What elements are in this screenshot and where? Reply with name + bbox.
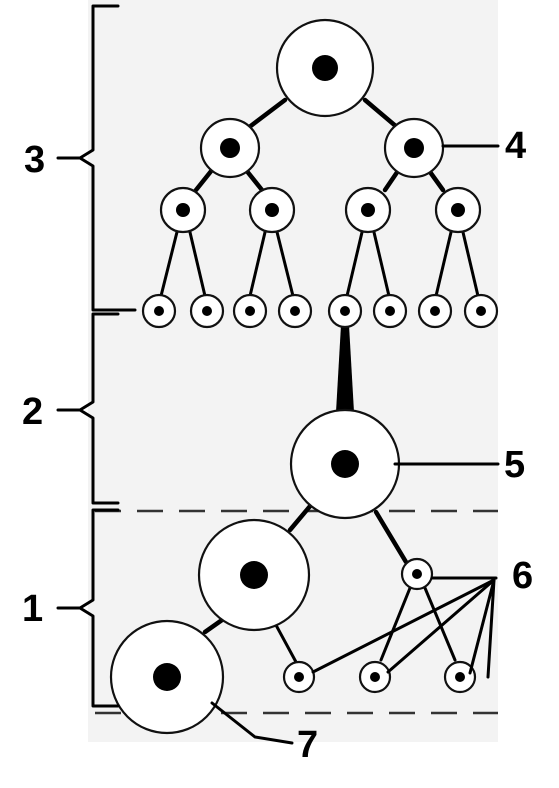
label-zone-3: 3 xyxy=(24,139,45,181)
label-callout-7: 7 xyxy=(297,724,318,766)
cell-small-bottom-3 xyxy=(443,660,477,694)
cell-gen2-2 xyxy=(248,186,296,234)
cell-small-bottom-2 xyxy=(358,660,392,694)
label-zone-2: 2 xyxy=(22,391,43,433)
link-top-to-right xyxy=(362,97,401,131)
link-g1-b xyxy=(423,586,457,662)
cell-top-large xyxy=(275,18,375,118)
link-g3-8 xyxy=(460,226,480,298)
link-g3-2 xyxy=(187,226,207,298)
cell-gen3-3 xyxy=(232,293,268,329)
cell-5-large xyxy=(289,408,401,520)
cell-small-bottom-1 xyxy=(282,660,316,694)
link-g3-5 xyxy=(345,226,365,298)
leaders-6 xyxy=(311,576,498,679)
link-5-to-mid-left xyxy=(287,502,314,533)
label-callout-6: 6 xyxy=(512,555,533,597)
link-g3-6 xyxy=(371,226,391,298)
cell-gen1-left xyxy=(199,117,261,179)
cell-7-large xyxy=(109,619,225,735)
label-callout-5: 5 xyxy=(504,444,525,486)
cell-gen3-8 xyxy=(463,293,499,329)
cell-gen3-5 xyxy=(327,293,363,329)
cell-gen1-right xyxy=(383,117,445,179)
cell-mid-left-large xyxy=(197,518,311,632)
cell-gen2-3 xyxy=(344,186,392,234)
link-stalk-to-cell-5 xyxy=(336,325,354,412)
cell-gen3-1 xyxy=(141,293,177,329)
cell-gen2-1 xyxy=(159,186,207,234)
label-callout-4: 4 xyxy=(505,125,526,167)
cell-gen3-4 xyxy=(277,293,313,329)
link-top-to-left xyxy=(245,97,288,131)
cell-gen2-4 xyxy=(434,186,482,234)
link-g3-4 xyxy=(274,226,295,298)
cell-gen3-7 xyxy=(417,293,453,329)
cell-small-upper-right xyxy=(400,557,434,591)
link-mid-left-to-bottom xyxy=(202,617,225,635)
link-g3-1 xyxy=(159,226,180,298)
label-zone-1: 1 xyxy=(22,588,43,630)
link-g3-7 xyxy=(434,226,454,298)
cell-gen3-2 xyxy=(189,293,225,329)
link-g3-3 xyxy=(248,226,268,298)
leader-7 xyxy=(210,701,294,745)
link-5-to-small-right xyxy=(373,509,409,565)
link-g1-a xyxy=(379,586,412,662)
cell-gen3-6 xyxy=(372,293,408,329)
